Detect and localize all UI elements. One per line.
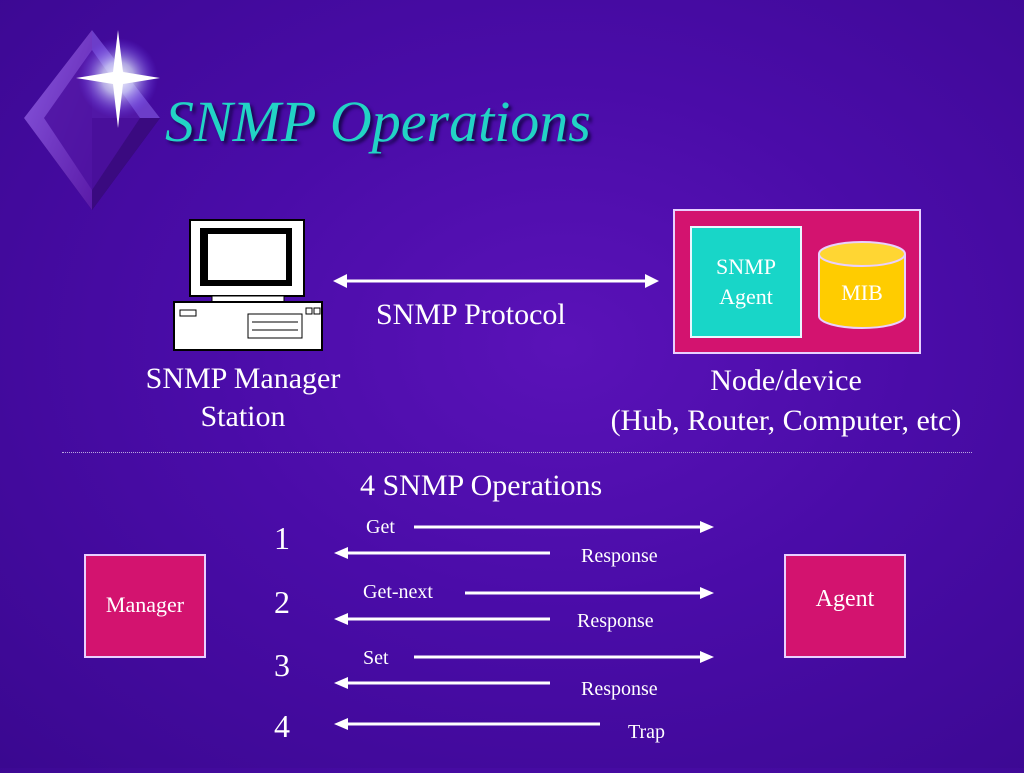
agent-box-label: Agent (815, 586, 875, 612)
arrow-head (700, 651, 714, 663)
manager-station-label-line1: SNMP Manager (145, 362, 341, 395)
computer-icon (172, 218, 324, 358)
snmp-agent-box (690, 226, 802, 338)
protocol-label: SNMP Protocol (376, 298, 566, 331)
reply-label: Response (581, 545, 658, 567)
manager-box-label: Manager (105, 592, 185, 617)
arrow-head (700, 521, 714, 533)
reply-label: Trap (628, 721, 666, 743)
request-label: Set (363, 647, 389, 669)
protocol-double-arrow (333, 270, 659, 297)
operation-number: 4 (274, 708, 290, 744)
page-title: SNMP Operations (165, 89, 591, 154)
request-label: Get (366, 516, 395, 538)
mib-database-icon (816, 240, 908, 337)
request-label: Get-next (363, 581, 433, 603)
node-device-label-line1: Node/device (710, 364, 862, 397)
arrow-head (334, 677, 348, 689)
snmp-agent-label-line2: Agent (719, 284, 773, 309)
arrow-head (700, 587, 714, 599)
operation-number: 2 (274, 584, 290, 620)
arrow-head (334, 718, 348, 730)
manager-station-label-line2: Station (200, 400, 286, 433)
diamond-star-logo (20, 20, 170, 220)
operations-heading: 4 SNMP Operations (360, 469, 603, 502)
operation-number: 3 (274, 647, 290, 683)
mib-label: MIB (841, 280, 883, 305)
reply-label: Response (577, 610, 654, 632)
snmp-agent-label-line1: SNMP (716, 254, 776, 279)
agent-box (784, 554, 906, 658)
node-device-label-line2: (Hub, Router, Computer, etc) (610, 404, 962, 437)
arrow-head (334, 547, 348, 559)
arrow-head (334, 613, 348, 625)
section-divider (62, 452, 972, 453)
manager-box (84, 554, 206, 658)
operation-number: 1 (274, 520, 290, 556)
reply-label: Response (581, 678, 658, 700)
